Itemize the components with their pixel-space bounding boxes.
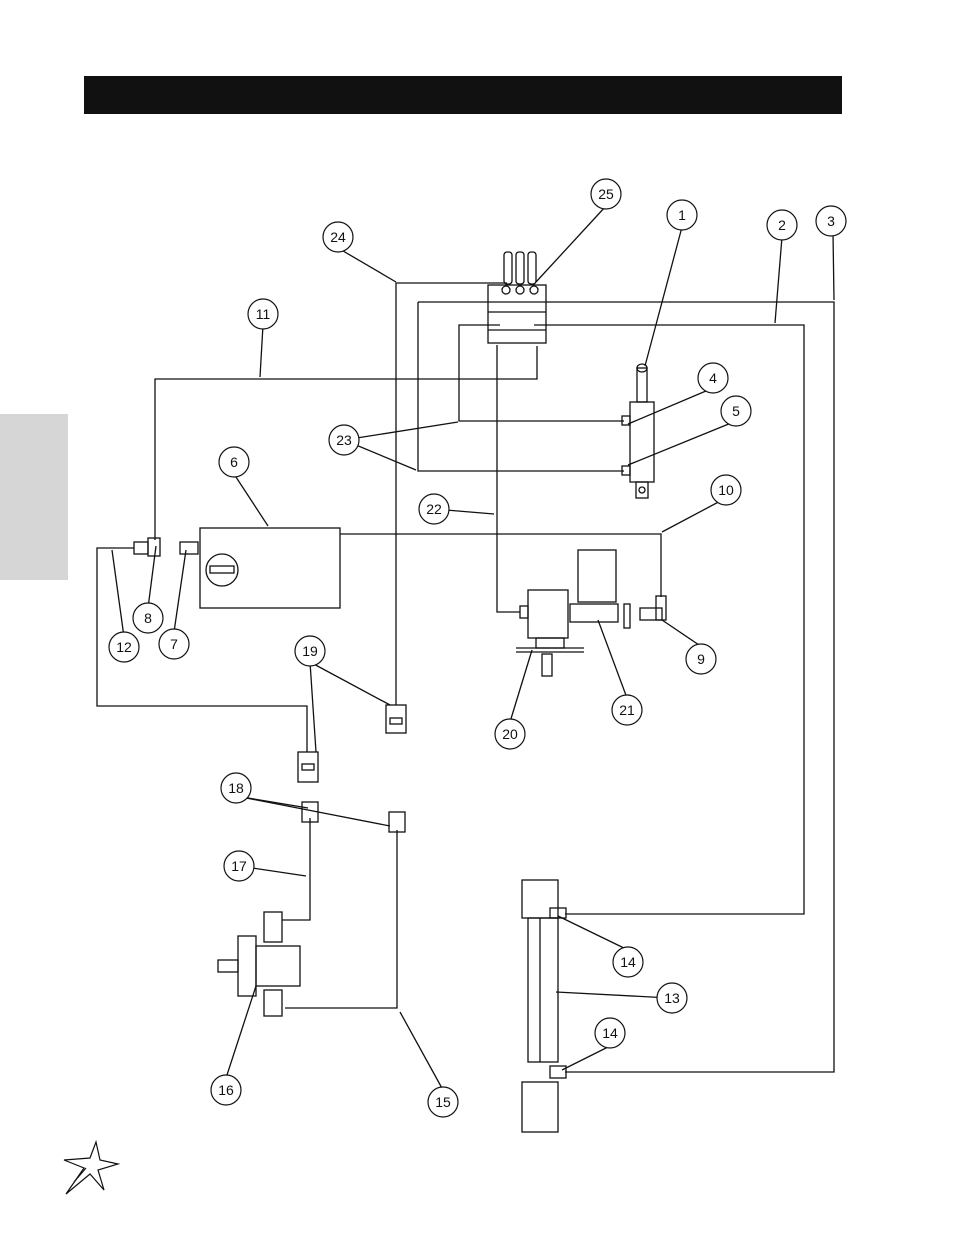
hose-2 <box>534 324 805 915</box>
callout-7: 7 <box>170 636 178 652</box>
callout-23: 23 <box>336 432 352 448</box>
callout-21: 21 <box>619 702 635 718</box>
hose-15 <box>285 830 398 1009</box>
hose-24 <box>395 282 507 705</box>
callout-2: 2 <box>778 217 786 233</box>
callout-10: 10 <box>718 482 734 498</box>
cylinder-13 <box>527 917 559 1063</box>
callout-3: 3 <box>827 213 835 229</box>
fitting-18b <box>388 811 406 833</box>
callout-13: 13 <box>664 990 680 1006</box>
valve-21 <box>577 549 617 603</box>
hose-12 <box>96 547 308 752</box>
callout-8: 8 <box>144 610 152 626</box>
callout-24: 24 <box>330 229 346 245</box>
pump-16 <box>255 945 301 987</box>
callout-15: 15 <box>435 1094 451 1110</box>
pump-20 <box>527 589 569 639</box>
callout-12: 12 <box>116 639 132 655</box>
control-valve <box>487 284 547 344</box>
hose-17 <box>282 818 311 921</box>
callout-25: 25 <box>598 186 614 202</box>
side-tab <box>0 414 68 580</box>
header-bar <box>84 76 842 114</box>
reservoir <box>199 527 341 609</box>
callout-16: 16 <box>218 1082 234 1098</box>
callout-22: 22 <box>426 501 442 517</box>
callout-14b: 14 <box>602 1025 618 1041</box>
hose-11 <box>154 346 538 540</box>
hose-22 <box>496 345 520 613</box>
hose-10 <box>340 533 662 597</box>
callout-17: 17 <box>231 858 247 874</box>
hose-23b <box>417 302 624 472</box>
callout-9: 9 <box>697 651 705 667</box>
hose-3 <box>418 301 835 1073</box>
callout-11: 11 <box>256 306 271 322</box>
callout-20: 20 <box>502 726 518 742</box>
callout-18: 18 <box>228 780 244 796</box>
callout-4: 4 <box>709 370 717 386</box>
star-logo-icon <box>63 1139 121 1195</box>
coupler-19a <box>385 704 407 734</box>
callout-14a: 14 <box>620 954 636 970</box>
callout-19: 19 <box>302 643 318 659</box>
hose-23a <box>458 324 624 422</box>
callout-5: 5 <box>732 403 740 419</box>
callout-1: 1 <box>678 207 686 223</box>
callout-6: 6 <box>230 454 238 470</box>
coupler-19b <box>297 751 319 783</box>
